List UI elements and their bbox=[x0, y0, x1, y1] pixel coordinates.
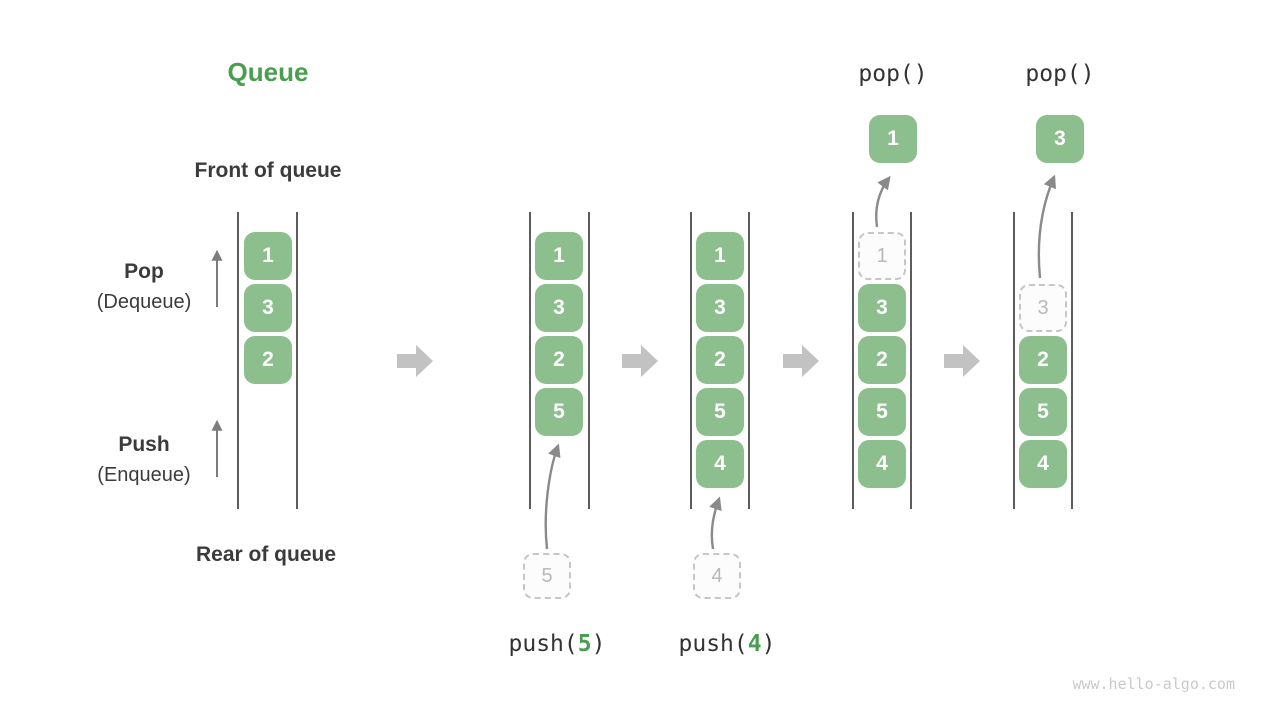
rear-of-queue-label: Rear of queue bbox=[195, 543, 337, 566]
pop-call-label: pop() bbox=[1025, 61, 1095, 87]
queue-item: 3 bbox=[696, 284, 744, 332]
queue-item-removed: 1 bbox=[858, 232, 906, 280]
popped-item: 1 bbox=[869, 115, 917, 163]
queue-wall bbox=[1013, 212, 1015, 509]
queue-item: 5 bbox=[858, 388, 906, 436]
push-call-post: ) bbox=[761, 631, 776, 657]
pop-call-label: pop() bbox=[858, 61, 928, 87]
queue-wall bbox=[588, 212, 590, 509]
push-call-post: ) bbox=[591, 631, 606, 657]
queue-wall bbox=[296, 212, 298, 509]
queue-item: 4 bbox=[696, 440, 744, 488]
queue-wall bbox=[1071, 212, 1073, 509]
popped-item: 3 bbox=[1036, 115, 1084, 163]
push-4-arrow-icon bbox=[709, 496, 722, 550]
push-call-label: push(5) bbox=[477, 631, 637, 657]
pop-label: Pop bbox=[124, 260, 164, 283]
push-call-label: push(4) bbox=[647, 631, 807, 657]
push-5-arrow-icon bbox=[544, 443, 561, 550]
queue-item: 3 bbox=[535, 284, 583, 332]
queue-wall bbox=[237, 212, 239, 509]
stage-transition-arrow-icon bbox=[397, 345, 433, 377]
stage-transition-arrow-icon bbox=[622, 345, 658, 377]
queue-item: 3 bbox=[858, 284, 906, 332]
queue-item: 3 bbox=[244, 284, 292, 332]
queue-item: 2 bbox=[244, 336, 292, 384]
queue-item: 4 bbox=[1019, 440, 1067, 488]
queue-wall bbox=[748, 212, 750, 509]
push-call-pre: push( bbox=[508, 631, 578, 657]
queue-item: 5 bbox=[1019, 388, 1067, 436]
queue-item: 5 bbox=[535, 388, 583, 436]
queue-item: 2 bbox=[696, 336, 744, 384]
stage-transition-arrow-icon bbox=[944, 345, 980, 377]
incoming-item: 5 bbox=[523, 553, 571, 599]
push-call-arg: 5 bbox=[577, 631, 592, 657]
pop-3-arrow-icon bbox=[1037, 174, 1056, 279]
enqueue-label: (Enqueue) bbox=[97, 464, 191, 486]
queue-item: 5 bbox=[696, 388, 744, 436]
front-of-queue-label: Front of queue bbox=[194, 159, 342, 182]
diagram-title: Queue bbox=[227, 57, 309, 87]
queue-item: 2 bbox=[858, 336, 906, 384]
pop-1-arrow-icon bbox=[875, 175, 891, 228]
queue-wall bbox=[690, 212, 692, 509]
push-call-arg: 4 bbox=[747, 631, 762, 657]
queue-item: 1 bbox=[244, 232, 292, 280]
pop-label-group: Pop (Dequeue) bbox=[59, 261, 229, 312]
watermark: www.hello-algo.com bbox=[1072, 675, 1235, 693]
push-label-group: Push (Enqueue) bbox=[59, 434, 229, 485]
queue-wall bbox=[852, 212, 854, 509]
queue-wall bbox=[910, 212, 912, 509]
queue-wall bbox=[529, 212, 531, 509]
queue-item: 1 bbox=[535, 232, 583, 280]
queue-item: 2 bbox=[535, 336, 583, 384]
queue-item: 2 bbox=[1019, 336, 1067, 384]
queue-item: 4 bbox=[858, 440, 906, 488]
push-label: Push bbox=[118, 433, 170, 456]
queue-item: 1 bbox=[696, 232, 744, 280]
push-call-pre: push( bbox=[678, 631, 748, 657]
dequeue-label: (Dequeue) bbox=[96, 291, 192, 313]
queue-item-removed: 3 bbox=[1019, 284, 1067, 332]
stage-transition-arrow-icon bbox=[783, 345, 819, 377]
incoming-item: 4 bbox=[693, 553, 741, 599]
